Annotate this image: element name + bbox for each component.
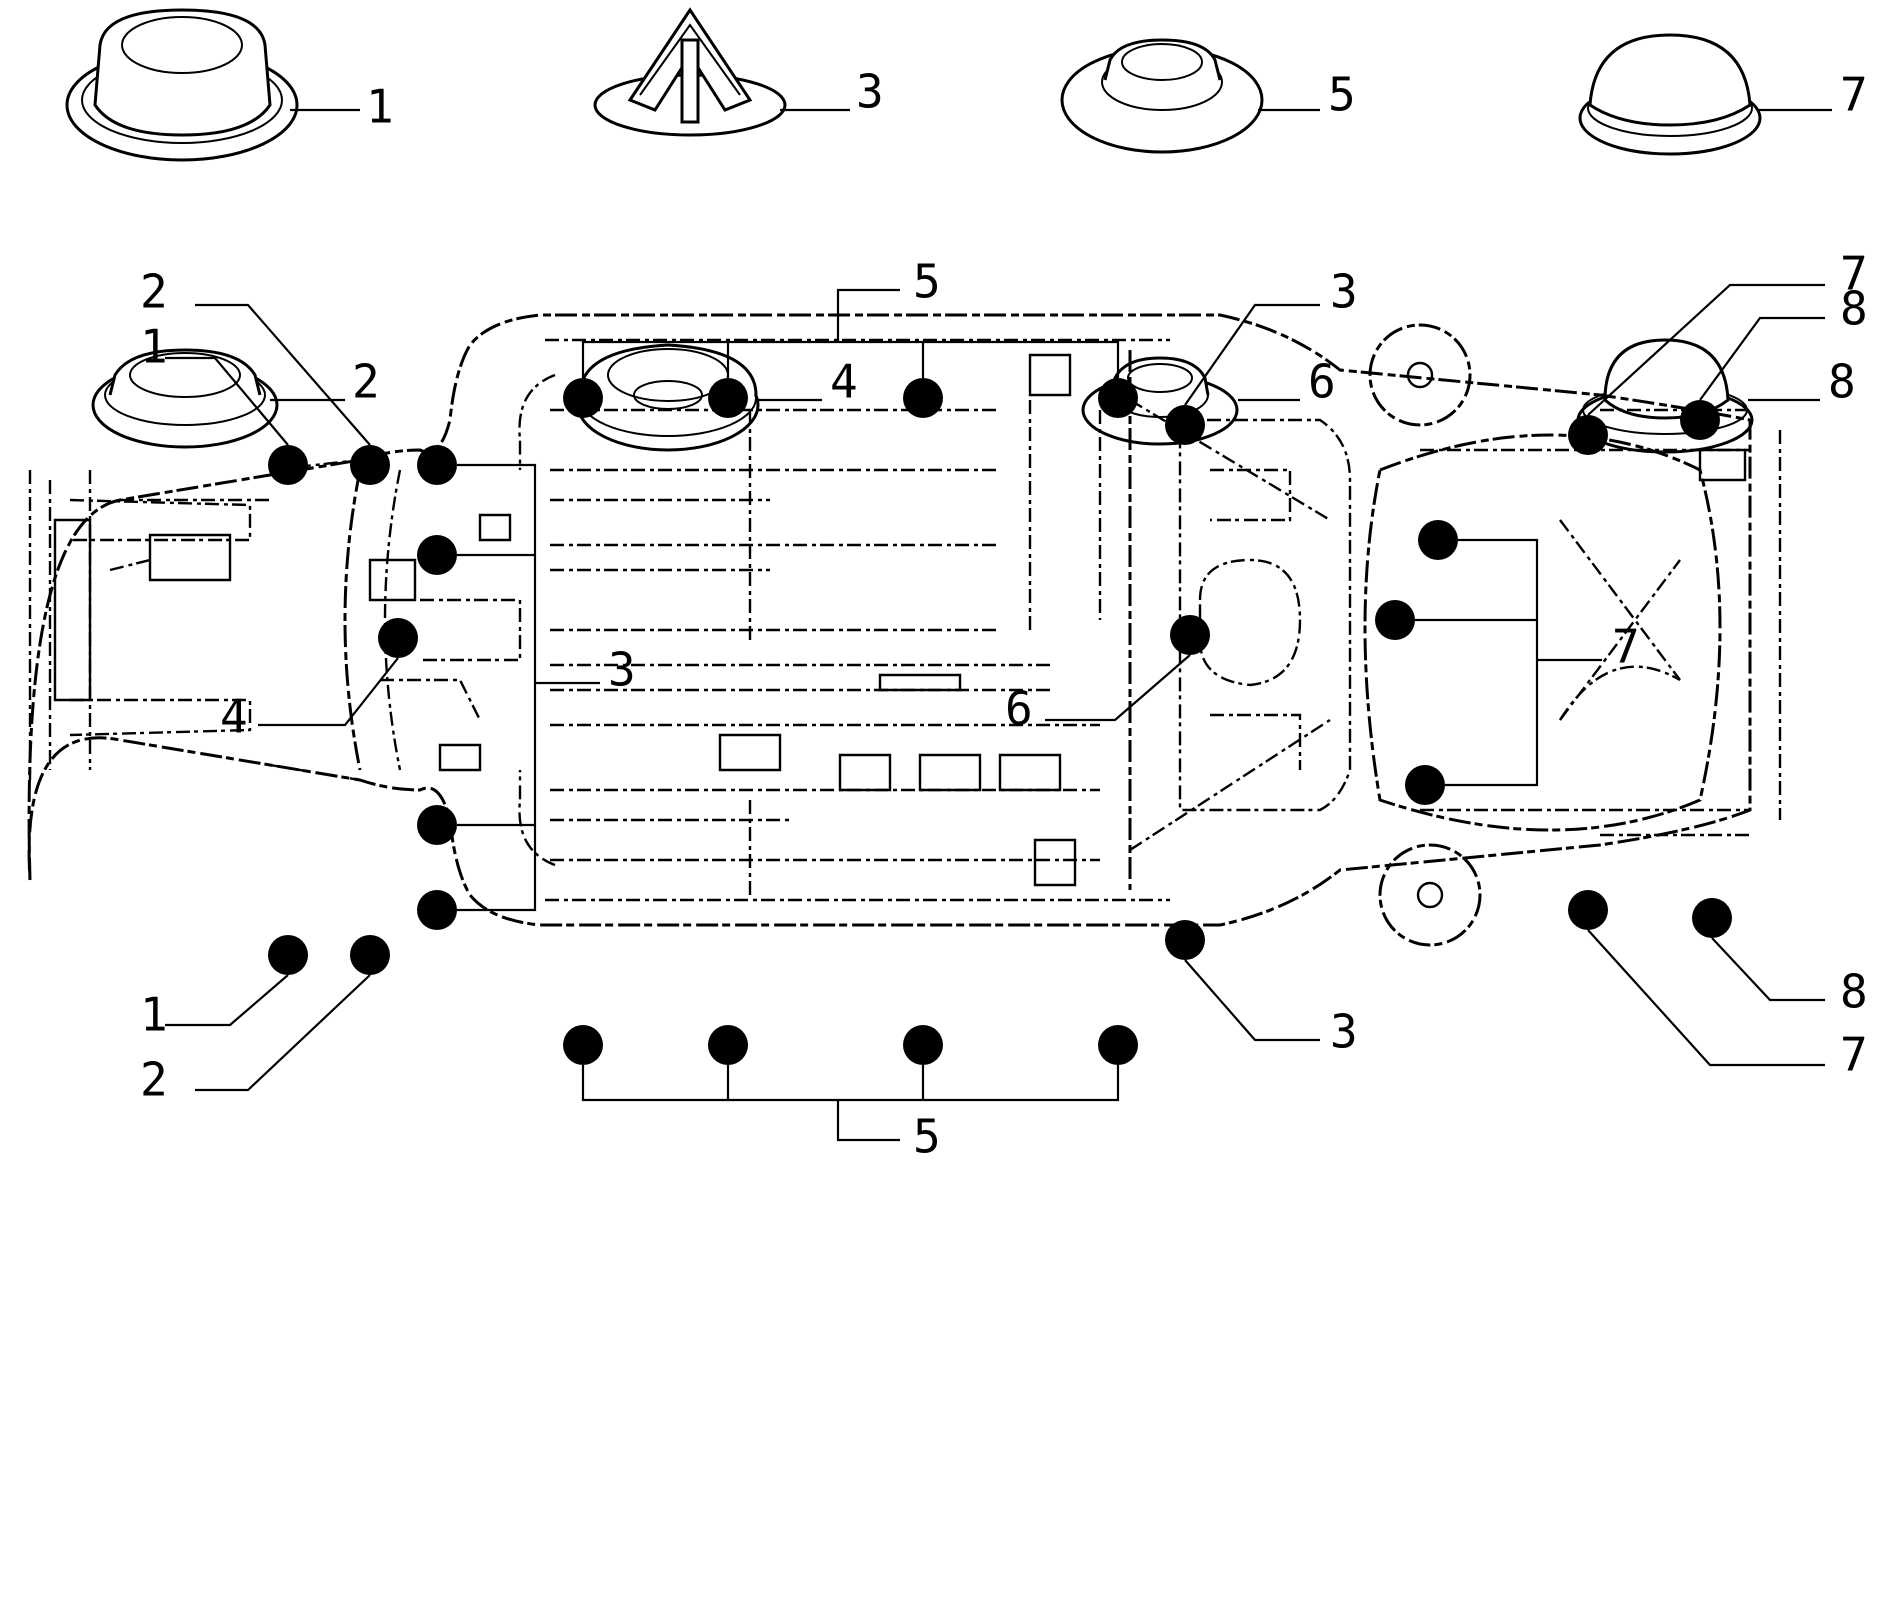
part-7-cap-icon: 7	[1578, 33, 1868, 156]
callout-1-upper: 1	[140, 320, 168, 374]
marker-3-group-d	[417, 890, 457, 930]
part-8-cap-icon: 8	[1576, 338, 1856, 454]
underbody-outline	[27, 313, 1752, 927]
marker-5-top-b	[708, 378, 748, 418]
marker-3-upper	[1165, 405, 1205, 445]
marker-4	[378, 618, 418, 658]
marker-2-lower	[350, 935, 390, 975]
marker-7-group-c	[1405, 765, 1445, 805]
part-8-label: 8	[1828, 355, 1856, 409]
callout-3-group: 3	[608, 643, 636, 697]
callout-3-lower: 3	[1330, 1005, 1358, 1059]
marker-3-lower	[1165, 920, 1205, 960]
part-2-plug-icon: 2	[91, 348, 380, 449]
marker-7-group-a	[1418, 520, 1458, 560]
callouts: 5 2 1 3 7 8 3 4 6 7 1	[140, 247, 1868, 1164]
marker-7-group-b	[1375, 600, 1415, 640]
marker-5-bottom-a	[563, 1025, 603, 1065]
callout-2-upper: 2	[140, 265, 168, 319]
marker-6	[1170, 615, 1210, 655]
part-3-label: 3	[856, 65, 884, 119]
callout-5-top: 5	[913, 255, 941, 309]
part-5-label: 5	[1328, 68, 1356, 122]
callout-3-upper: 3	[1330, 265, 1358, 319]
callout-1-lower: 1	[140, 988, 168, 1042]
location-markers	[268, 378, 1732, 1065]
callout-7-group: 7	[1612, 620, 1640, 674]
vehicle-underbody	[27, 313, 1782, 947]
marker-8-upper	[1680, 400, 1720, 440]
part-5-grommet-icon: 5	[1060, 38, 1356, 154]
marker-1-upper	[268, 445, 308, 485]
part-legend: 1 3 5 7	[65, 7, 1868, 454]
marker-3-group-a	[417, 445, 457, 485]
marker-7-upper	[1568, 415, 1608, 455]
part-4-label: 4	[830, 355, 858, 409]
marker-3-group-b	[417, 535, 457, 575]
callout-7-upper: 7	[1840, 247, 1868, 301]
marker-5-bottom-c	[903, 1025, 943, 1065]
marker-5-bottom-d	[1098, 1025, 1138, 1065]
callout-5-bottom: 5	[913, 1110, 941, 1164]
callout-8-lower: 8	[1840, 965, 1868, 1019]
callout-7-lower: 7	[1840, 1028, 1868, 1082]
marker-5-top-a	[563, 378, 603, 418]
marker-3-group-c	[417, 805, 457, 845]
part-1-plug-icon: 1	[65, 8, 394, 162]
marker-5-top-c	[903, 378, 943, 418]
part-1-label: 1	[366, 80, 394, 134]
callout-4: 4	[220, 690, 248, 744]
callout-6: 6	[1005, 682, 1033, 736]
marker-2-upper	[350, 445, 390, 485]
marker-1-lower	[268, 935, 308, 975]
marker-7-lower	[1568, 890, 1608, 930]
part-3-clip-icon: 3	[593, 7, 884, 137]
callout-2-lower: 2	[140, 1053, 168, 1107]
marker-5-bottom-b	[708, 1025, 748, 1065]
callout-8-upper: 8	[1840, 282, 1868, 336]
part-7-label: 7	[1840, 68, 1868, 122]
part-2-label: 2	[352, 355, 380, 409]
marker-5-top-d	[1098, 378, 1138, 418]
marker-8-lower	[1692, 898, 1732, 938]
